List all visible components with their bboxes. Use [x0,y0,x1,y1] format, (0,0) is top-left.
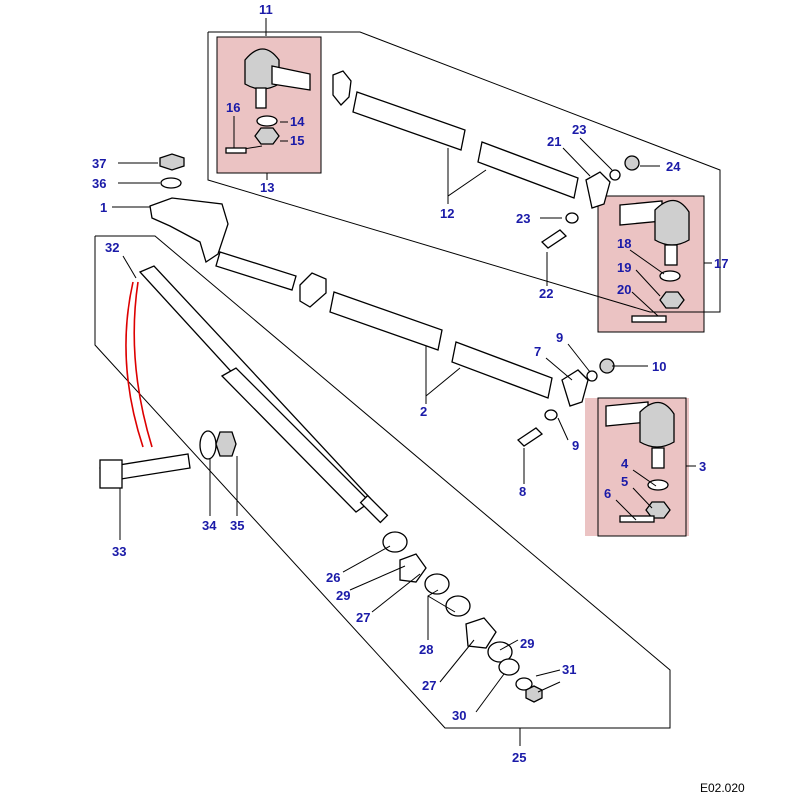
assembly-outline-25 [94,235,671,729]
callout-24: 24 [666,159,681,174]
callout-12: 12 [440,206,454,221]
ball-joint-13 [225,48,311,154]
callout-8: 8 [519,484,526,499]
ball-joint-3 [605,401,675,523]
drop-arm-1 [149,153,297,291]
callout-9-upper: 9 [556,330,563,345]
callout-17: 17 [714,256,728,271]
callout-18: 18 [617,236,631,251]
callout-25: 25 [512,750,526,765]
callout-11: 11 [259,2,273,17]
lower-track-rod-2 [299,272,615,447]
callout-9-lower: 9 [572,438,579,453]
callout-26: 26 [326,570,340,585]
callout-34: 34 [202,518,217,533]
callout-7: 7 [534,344,541,359]
callout-30: 30 [452,708,466,723]
callout-28: 28 [419,642,433,657]
callout-22: 22 [539,286,553,301]
callout-37: 37 [92,156,106,171]
callout-3: 3 [699,459,706,474]
callout-5: 5 [621,474,628,489]
callout-27-lower: 27 [422,678,436,693]
callout-31: 31 [562,662,576,677]
callout-16: 16 [226,100,240,115]
callout-23-lower: 23 [516,211,530,226]
callout-20: 20 [617,282,631,297]
sub-box-17 [597,195,705,333]
leader-lines [112,18,712,746]
callout-29-upper: 29 [336,588,350,603]
sub-box-3 [597,397,687,537]
callout-32: 32 [105,240,119,255]
ball-joint-17 [619,199,690,323]
steering-damper-25 [99,265,543,703]
callout-35: 35 [230,518,244,533]
callout-2: 2 [420,404,427,419]
callout-6: 6 [604,486,611,501]
callout-29-lower: 29 [520,636,534,651]
assembly-outline-11 [207,31,721,313]
callout-19: 19 [617,260,631,275]
diagram-reference-code: E02.020 [700,781,745,795]
callout-1: 1 [100,200,107,215]
callout-33: 33 [112,544,126,559]
callout-21: 21 [547,134,561,149]
callout-27-upper: 27 [356,610,370,625]
callout-13: 13 [260,180,274,195]
callout-15: 15 [290,133,304,148]
callout-14: 14 [290,114,305,129]
callout-10: 10 [652,359,666,374]
callout-23-upper: 23 [572,122,586,137]
sub-box-13 [216,36,322,174]
callout-36: 36 [92,176,106,191]
callout-4: 4 [621,456,629,471]
upper-track-rod-12 [332,70,640,249]
